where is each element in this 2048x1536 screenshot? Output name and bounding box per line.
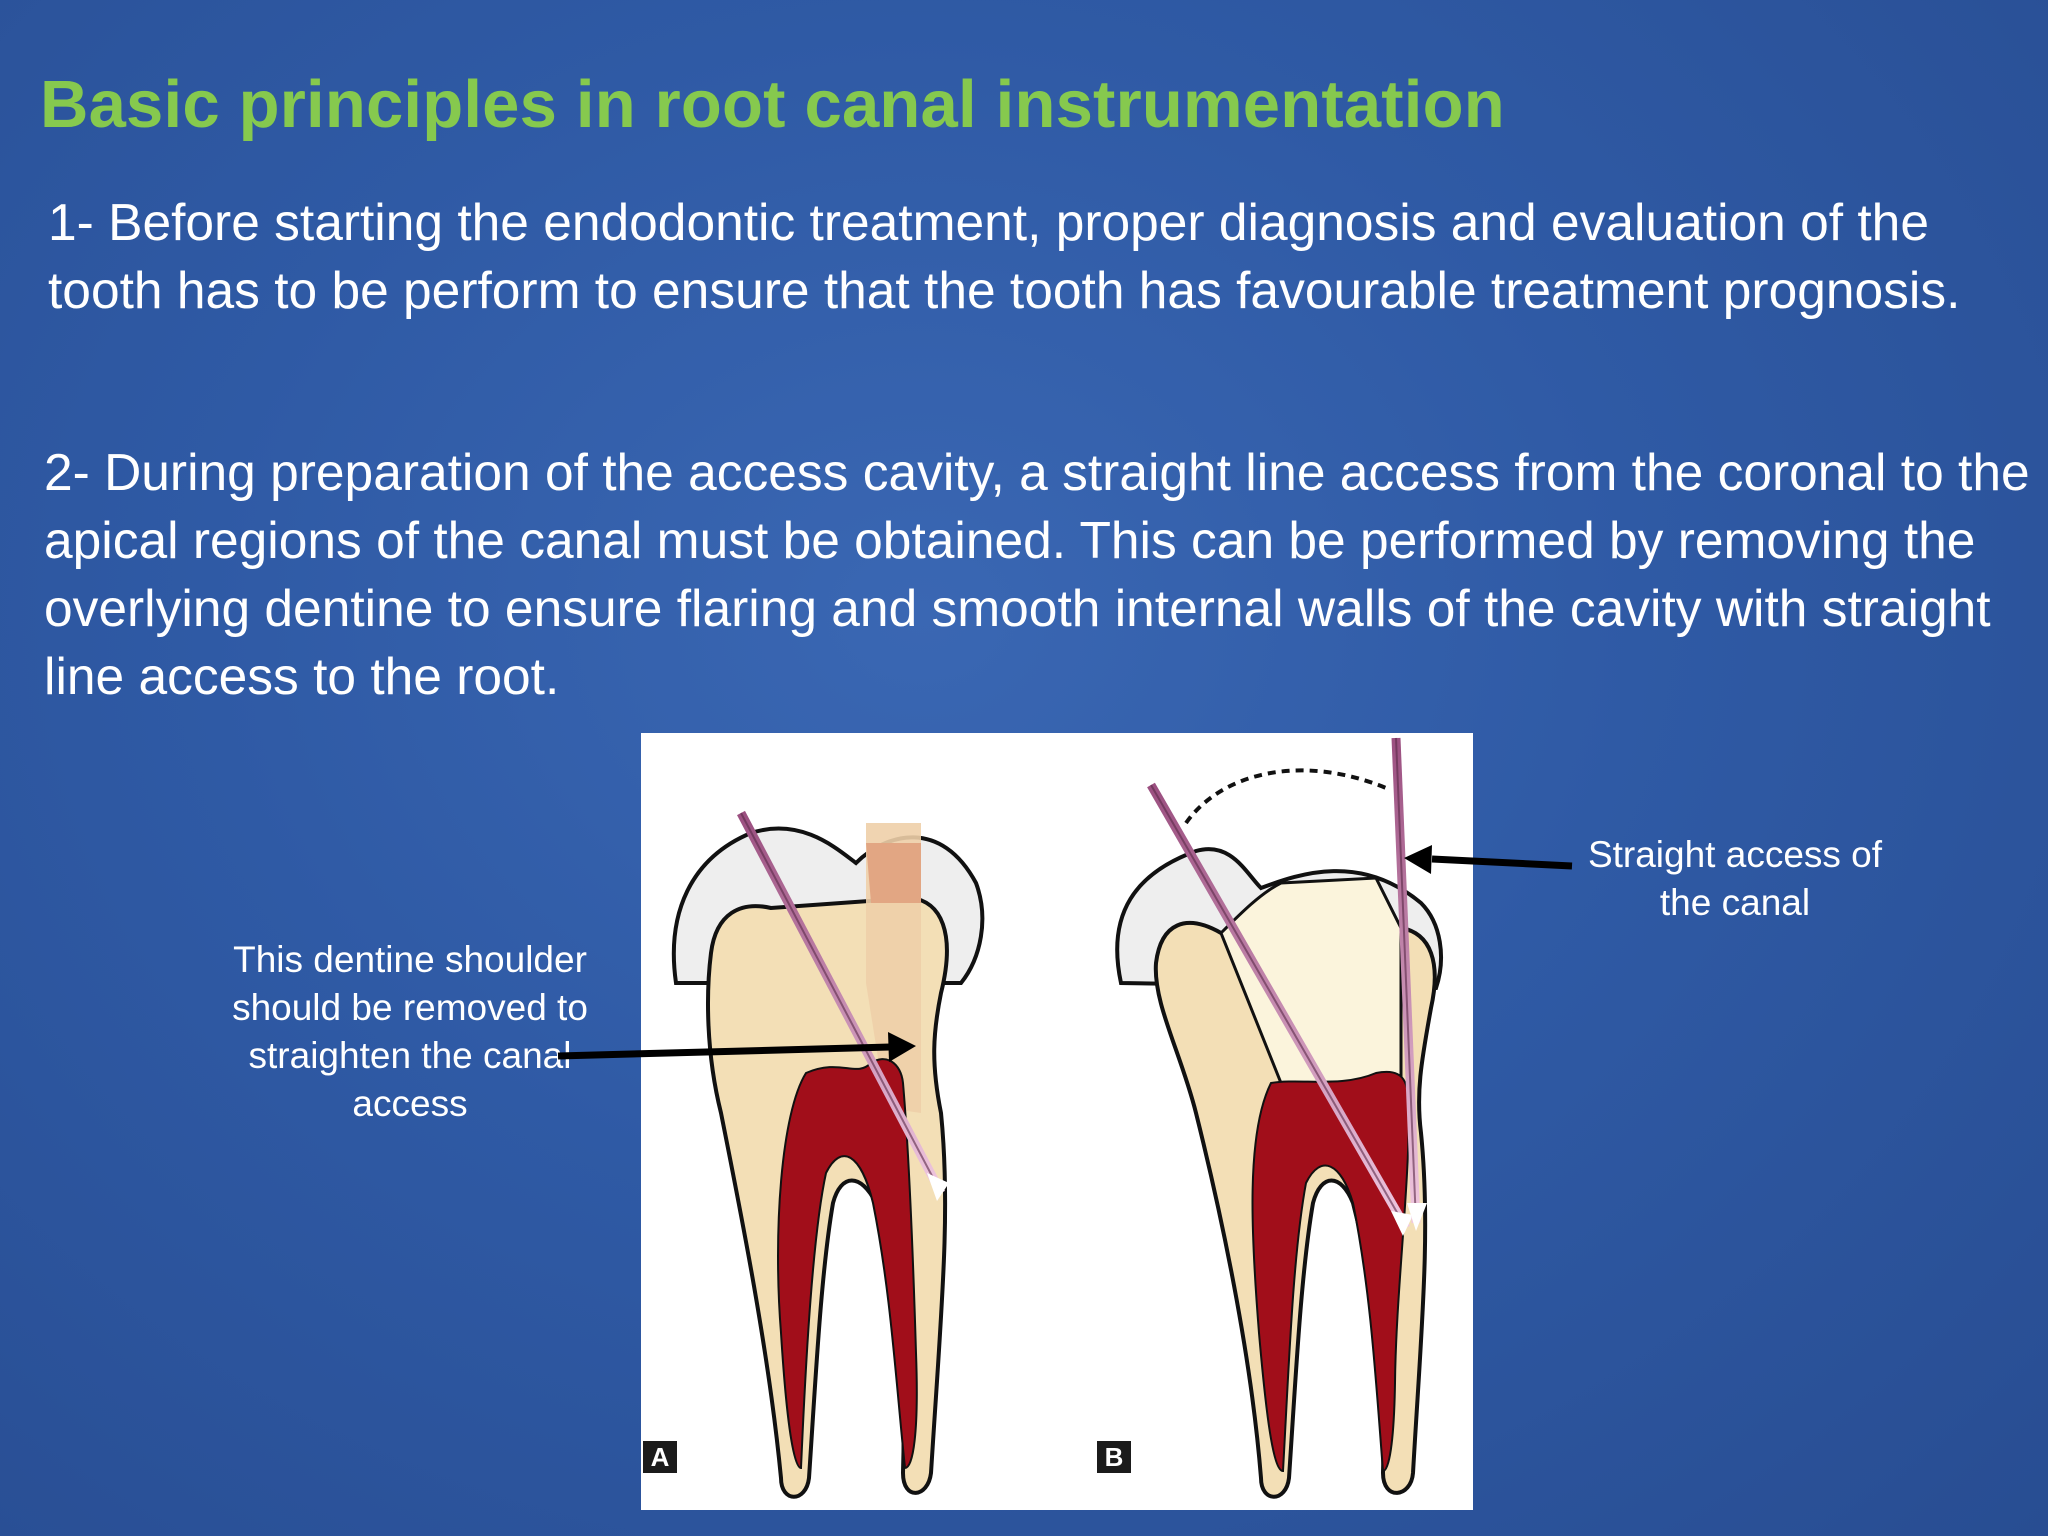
panel-label-b: B [1097, 1441, 1131, 1473]
svg-text:B: B [1105, 1442, 1124, 1472]
tooth-figure: A B [641, 733, 1473, 1510]
callout-straight-access: Straight access of the canal [1587, 834, 1883, 923]
point-1-text: 1- Before starting the endodontic treatm… [48, 193, 1961, 319]
tooth-b-illustration [1115, 737, 1443, 1499]
panel-label-a: A [643, 1441, 677, 1473]
tooth-b-dashed-arc [1184, 768, 1387, 825]
svg-text:A: A [651, 1442, 670, 1472]
slide-title: Basic principles in root canal instrumen… [40, 67, 1505, 142]
tooth-a-illustration [671, 810, 985, 1499]
tooth-a-pulp [777, 1058, 918, 1470]
tooth-b-pulp [1251, 1070, 1411, 1473]
callout-dentine-shoulder: This dentine shoulder should be removed … [232, 939, 588, 1124]
point-2-text: 2- During preparation of the access cavi… [44, 443, 2030, 705]
